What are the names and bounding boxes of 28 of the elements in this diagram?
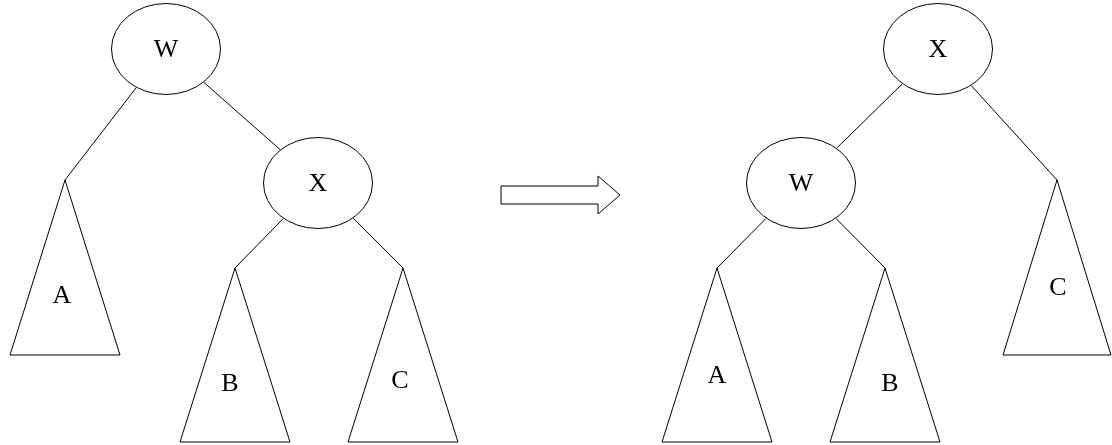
subtree-triangle <box>10 180 120 355</box>
tree-node-circle <box>111 3 221 95</box>
node-label: A <box>707 362 727 388</box>
tree-edge <box>234 218 284 269</box>
node-label: W <box>788 170 814 196</box>
node-label: W <box>153 36 179 62</box>
node-label: X <box>928 36 948 62</box>
node-label: X <box>308 170 328 196</box>
node-label: C <box>391 367 409 393</box>
node-label: C <box>1049 274 1067 300</box>
tree-edge <box>352 217 404 269</box>
tree-edge <box>716 217 767 269</box>
tree-node-circle <box>263 137 373 229</box>
subtree-triangle <box>1003 180 1111 355</box>
node-label: B <box>881 370 899 396</box>
tree-node-circle <box>746 137 856 229</box>
tree-edge <box>836 83 903 149</box>
node-label: B <box>221 370 239 396</box>
node-label: A <box>52 282 72 308</box>
tree-node-circle <box>883 3 993 95</box>
tree-edge <box>970 85 1058 181</box>
subtree-triangle <box>662 268 772 442</box>
tree-edge <box>203 81 281 151</box>
subtree-triangle <box>180 268 290 442</box>
tree-edge <box>835 217 886 269</box>
subtree-triangle <box>348 268 458 442</box>
subtree-triangle <box>830 268 940 442</box>
tree-edge <box>64 87 137 181</box>
